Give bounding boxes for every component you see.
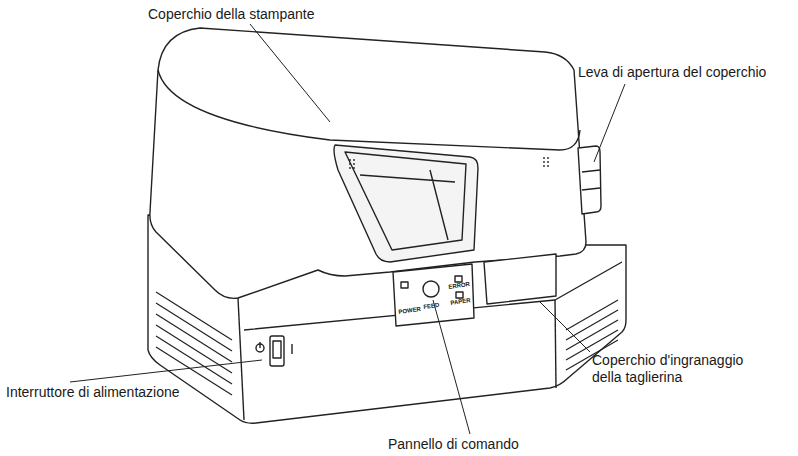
vent-slot [156,336,232,384]
feed-button [423,281,439,297]
leader-line [540,302,590,352]
speaker-hole [353,159,355,161]
speaker-hole [543,161,545,163]
paper-opening-inner [345,152,466,250]
power-switch [273,341,281,358]
part-label: Interruttore di alimentazione [6,384,180,401]
part-label: Coperchio della stampante [148,6,315,23]
vent-slot [156,325,232,373]
paper-opening [334,145,478,262]
speaker-hole [547,161,549,163]
control-panel [393,264,474,326]
speaker-hole [353,167,355,169]
cutter-gear-cover [484,254,556,304]
speaker-hole [349,167,351,169]
speaker-hole [543,165,545,167]
led [456,292,463,298]
speaker-hole [349,163,351,165]
part-label: Pannello di comando [388,436,519,453]
leader-line [250,24,330,122]
speaker-hole [349,159,351,161]
on-mark [291,344,292,354]
base-edge [555,300,556,388]
speaker-hole [547,165,549,167]
base-edge [238,298,244,420]
vent-slots [156,292,618,395]
speaker-holes [349,157,549,169]
part-label: Coperchio d'ingranaggio della taglierina [592,352,770,386]
speaker-hole [353,163,355,165]
paper-opening-inner [360,170,455,240]
power-symbol [259,342,260,348]
part-label: Leva di apertura del coperchio [578,64,766,81]
leader-line [433,300,470,434]
speaker-hole [543,157,545,159]
cover-lever [582,170,600,190]
speaker-hole [547,157,549,159]
power-switch [270,336,284,366]
cover-lever [578,146,601,214]
leader-line [70,360,262,382]
leader-line [594,84,625,162]
cover-edge [158,70,580,150]
led [401,282,408,288]
